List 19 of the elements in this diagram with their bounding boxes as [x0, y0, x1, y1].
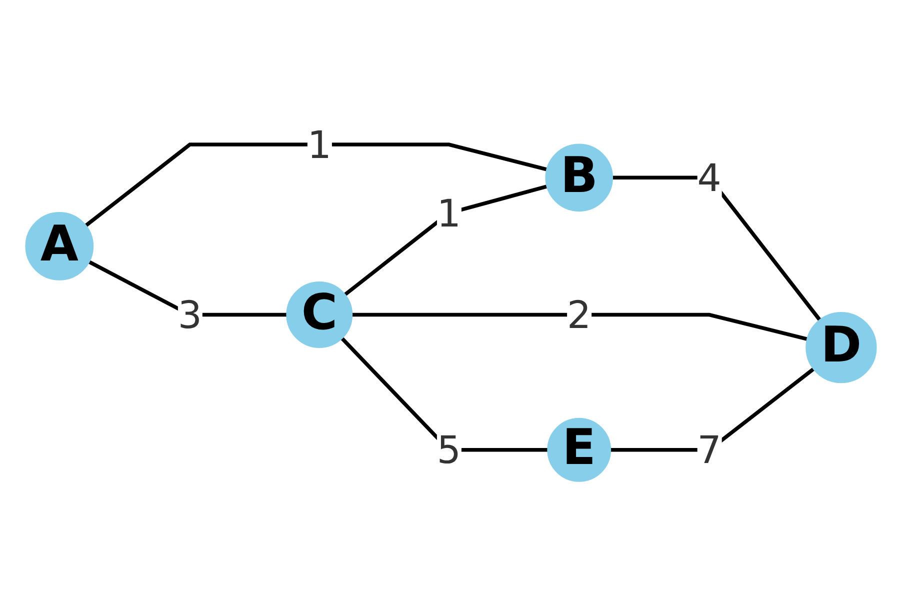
node-circle: E	[547, 417, 612, 482]
edge-label: 1	[436, 190, 461, 236]
edge-label: 1	[307, 121, 332, 167]
node-circle: D	[806, 311, 877, 383]
edge-label: 2	[567, 292, 592, 337]
connector	[610, 366, 815, 452]
connector	[352, 312, 808, 341]
connector	[84, 142, 548, 227]
node-circle: C	[286, 281, 353, 348]
connector	[612, 175, 822, 321]
edge-label: 3	[178, 292, 202, 337]
connector	[340, 336, 548, 452]
node-circle: B	[545, 143, 614, 212]
node-circle: A	[25, 212, 94, 280]
edge-label: 4	[697, 154, 722, 200]
edge-label: 7	[697, 426, 722, 472]
connector	[344, 184, 548, 296]
connector	[88, 260, 288, 316]
edge-label: 5	[436, 426, 461, 472]
